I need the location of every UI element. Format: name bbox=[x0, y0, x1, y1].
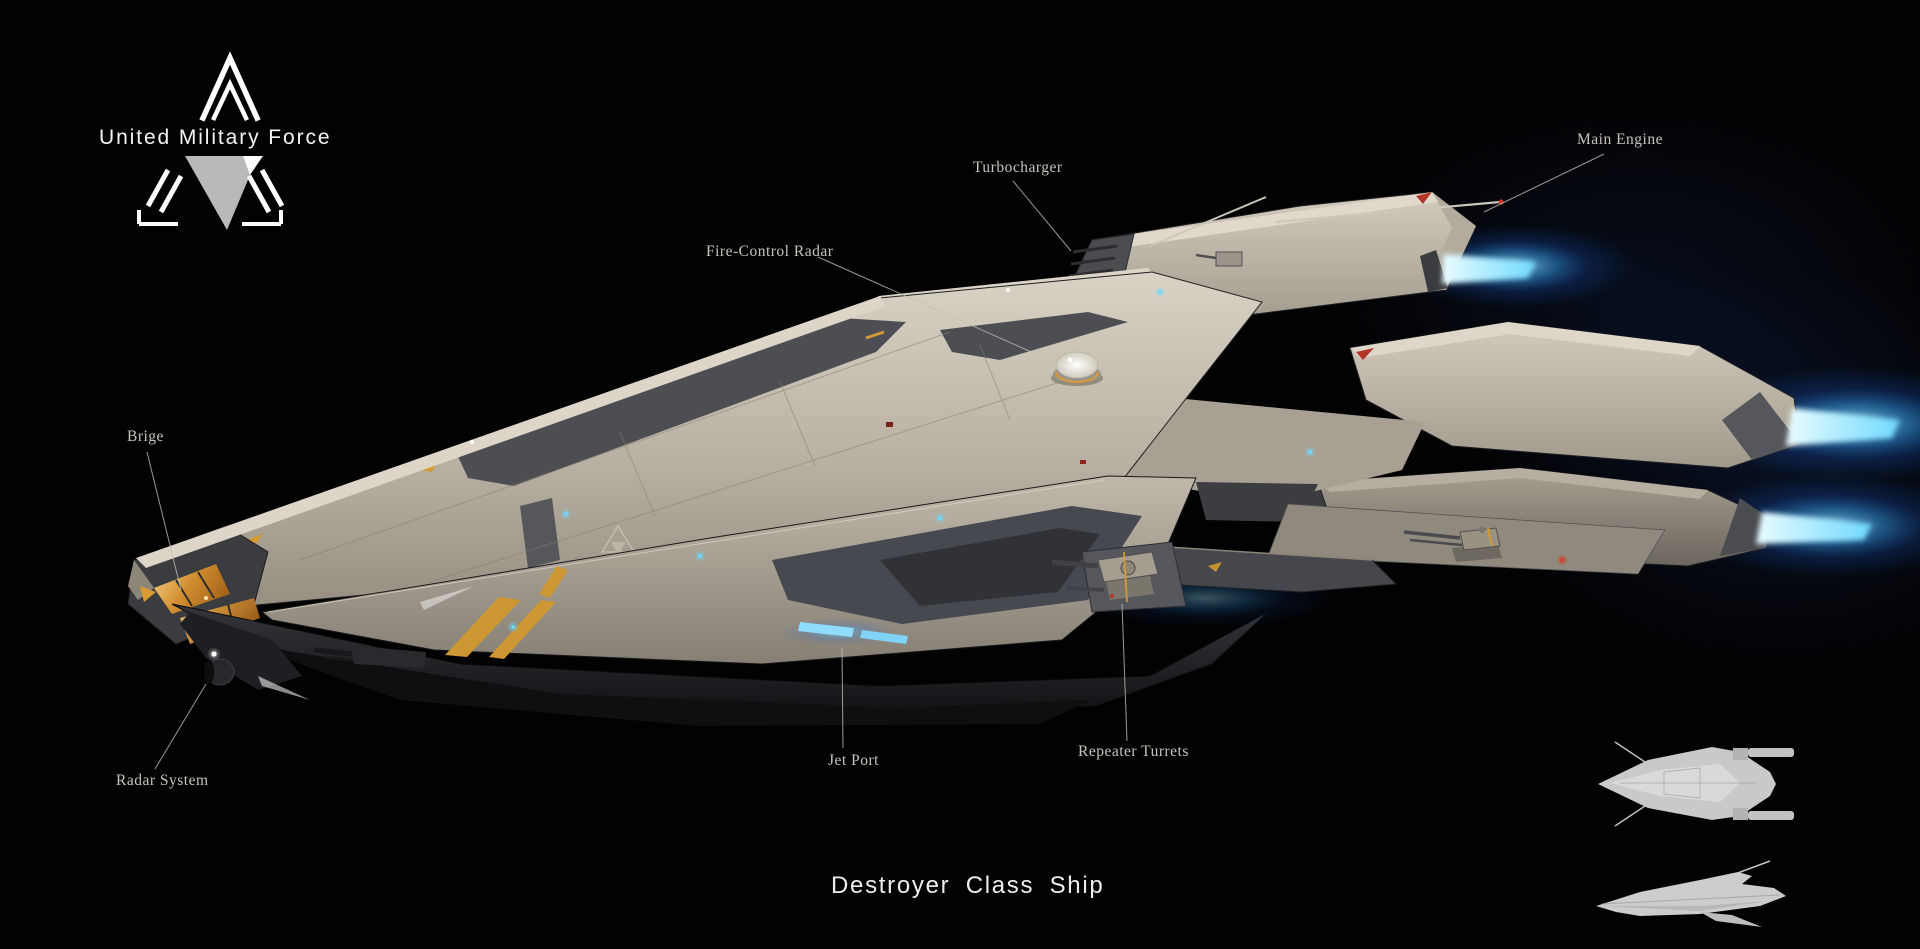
repeater-turret bbox=[1051, 541, 1187, 613]
pod-antenna-long bbox=[1275, 200, 1501, 224]
deck-turret bbox=[1403, 527, 1502, 562]
callout-label-repeater-turrets: Repeater Turrets bbox=[1078, 743, 1189, 760]
jet-port-lights bbox=[780, 618, 908, 646]
main-engine-leader-line bbox=[1483, 153, 1605, 213]
callout-label-turbocharger: Turbocharger bbox=[973, 159, 1063, 176]
hull-seams bbox=[299, 331, 1061, 583]
turbocharger-leader-line bbox=[1012, 180, 1072, 252]
hull-stripe bbox=[489, 600, 556, 659]
fire-control-radar-leader-line bbox=[817, 256, 1048, 360]
umf-triangle-emblem-icon bbox=[137, 156, 285, 230]
callout-label-brige: Brige bbox=[127, 428, 164, 445]
bow-turret bbox=[313, 646, 426, 668]
umf-logo: United Military Force bbox=[0, 0, 420, 250]
callout-label-radar-system: Radar System bbox=[116, 772, 209, 789]
brige-leader-line bbox=[146, 451, 182, 591]
callout-label-main-engine: Main Engine bbox=[1577, 131, 1663, 148]
fire-control-radar-dome bbox=[1051, 351, 1103, 386]
double-chevron-icon bbox=[199, 51, 261, 122]
umf-logo-graphics bbox=[137, 51, 285, 230]
canopy-band bbox=[456, 318, 906, 486]
hull-lights bbox=[469, 287, 1315, 632]
jet-port-leader-line bbox=[841, 647, 844, 749]
sensor-box bbox=[1215, 251, 1243, 267]
callout-label-fire-control-radar: Fire-Control Radar bbox=[706, 243, 834, 260]
main-hull bbox=[127, 271, 1263, 645]
top-view-silhouette bbox=[1598, 741, 1794, 827]
hull-stripe bbox=[445, 597, 521, 657]
side-view-silhouette bbox=[1596, 860, 1786, 927]
lower-hull bbox=[260, 475, 1197, 665]
pod-antenna-short bbox=[1149, 196, 1267, 247]
callout-label-jet-port: Jet Port bbox=[828, 752, 879, 769]
hull-emblem bbox=[600, 524, 636, 555]
rear-deck bbox=[1118, 398, 1666, 575]
radar-system-leader-line bbox=[154, 683, 207, 770]
org-name: United Military Force bbox=[99, 126, 332, 149]
main-engine-nacelle bbox=[1349, 321, 1920, 482]
ship-class-title: Destroyer Class Ship bbox=[831, 872, 1105, 899]
repeater-turrets-leader-line bbox=[1121, 603, 1128, 742]
